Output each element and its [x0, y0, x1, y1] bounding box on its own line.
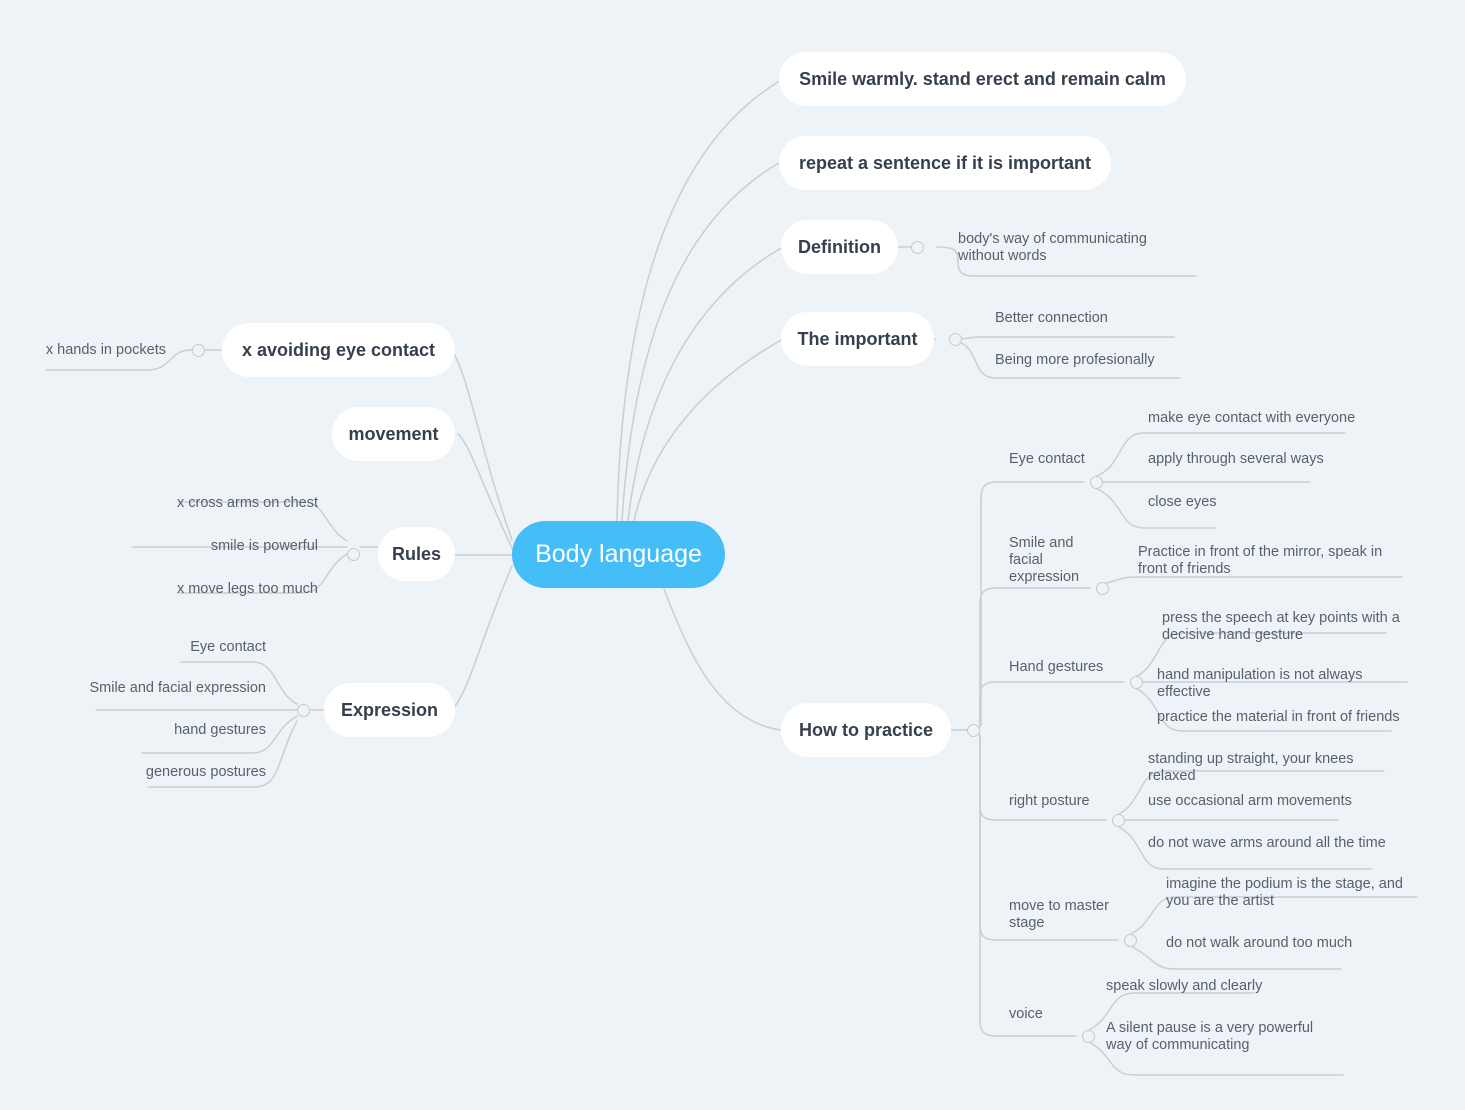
leaf-expression-3-label: generous postures [145, 764, 266, 780]
root-node-body-language[interactable]: Body language [512, 521, 725, 588]
leaf-definition-0-label: body's way of communicating without word… [958, 231, 1147, 264]
leaf-the-important-0[interactable]: Better connection [995, 310, 1215, 327]
root-node-label: Body language [535, 540, 702, 568]
leaf-right-posture-0-label: standing up straight, your knees relaxed [1148, 751, 1354, 784]
leaf-avoiding-eye-contact-0[interactable]: x hands in pockets [20, 342, 166, 359]
subbranch-right-posture-label: right posture [1009, 793, 1090, 809]
leaf-hand-gestures-2[interactable]: practice the material in front of friend… [1157, 709, 1407, 726]
connector-ring-smile-facial-expression[interactable] [1096, 582, 1109, 595]
leaf-move-stage-0[interactable]: imagine the podium is the stage, and you… [1166, 876, 1416, 910]
leaf-voice-1-label: A silent pause is a very powerful way of… [1106, 1020, 1314, 1053]
leaf-eye-contact-1-label: apply through several ways [1148, 451, 1324, 467]
leaf-voice-0[interactable]: speak slowly and clearly [1106, 978, 1326, 995]
leaf-hand-gestures-0[interactable]: press the speech at key points with a de… [1162, 610, 1412, 644]
leaf-hand-gestures-2-label: practice the material in front of friend… [1157, 709, 1400, 725]
branch-rules[interactable]: Rules [378, 527, 455, 581]
leaf-definition-0[interactable]: body's way of communicating without word… [958, 231, 1190, 265]
branch-how-to-practice[interactable]: How to practice [781, 703, 951, 757]
leaf-eye-contact-2-label: close eyes [1148, 494, 1217, 510]
connector-ring-voice[interactable] [1082, 1030, 1095, 1043]
leaf-right-posture-2-label: do not wave arms around all the time [1148, 835, 1386, 851]
leaf-expression-2-label: hand gestures [174, 722, 266, 738]
branch-definition[interactable]: Definition [781, 220, 898, 274]
branch-repeat-sentence-label: repeat a sentence if it is important [798, 152, 1092, 173]
leaf-right-posture-0[interactable]: standing up straight, your knees relaxed [1148, 751, 1398, 785]
branch-how-to-practice-label: How to practice [798, 719, 934, 740]
leaf-expression-2[interactable]: hand gestures [80, 722, 266, 739]
leaf-expression-1[interactable]: Smile and facial expression [80, 680, 266, 697]
leaf-right-posture-1-label: use occasional arm movements [1148, 793, 1352, 809]
leaf-eye-contact-0[interactable]: make eye contact with everyone [1148, 410, 1378, 427]
leaf-voice-1[interactable]: A silent pause is a very powerful way of… [1106, 1020, 1338, 1054]
subbranch-right-posture[interactable]: right posture [1009, 793, 1109, 810]
leaf-move-stage-1-label: do not walk around too much [1166, 935, 1353, 951]
branch-avoiding-eye-contact[interactable]: x avoiding eye contact [222, 323, 455, 377]
leaf-rules-1-label: smile is powerful [210, 538, 318, 554]
leaf-right-posture-2[interactable]: do not wave arms around all the time [1148, 835, 1388, 852]
leaf-expression-3[interactable]: generous postures [80, 764, 266, 781]
subbranch-move-to-master-stage[interactable]: move to master stage [1009, 898, 1113, 932]
leaf-hand-gestures-0-label: press the speech at key points with a de… [1162, 610, 1400, 643]
connector-ring-definition[interactable] [911, 241, 924, 254]
connector-ring-avoiding-eye-contact[interactable] [192, 344, 205, 357]
leaf-hand-gestures-1-label: hand manipulation is not always effectiv… [1157, 667, 1363, 700]
leaf-the-important-1-label: Being more profesionally [995, 352, 1155, 368]
branch-the-important[interactable]: The important [781, 312, 934, 366]
branch-the-important-label: The important [797, 328, 918, 349]
leaf-expression-0-label: Eye contact [190, 639, 266, 655]
leaf-rules-2-label: x move legs too much [176, 581, 318, 597]
leaf-right-posture-1[interactable]: use occasional arm movements [1148, 793, 1378, 810]
branch-expression-label: Expression [340, 699, 439, 720]
subbranch-eye-contact-label: Eye contact [1009, 451, 1085, 467]
subbranch-smile-facial-expression-label: Smile and facial expression [1009, 535, 1080, 585]
leaf-rules-1[interactable]: smile is powerful [120, 538, 318, 555]
subbranch-voice[interactable]: voice [1009, 1006, 1069, 1023]
leaf-smile-facial-0-label: Practice in front of the mirror, speak i… [1138, 544, 1383, 577]
subbranch-hand-gestures-label: Hand gestures [1009, 659, 1104, 675]
leaf-expression-1-label: Smile and facial expression [89, 680, 266, 696]
leaf-eye-contact-0-label: make eye contact with everyone [1148, 410, 1356, 426]
leaf-eye-contact-2[interactable]: close eyes [1148, 494, 1348, 511]
leaf-expression-0[interactable]: Eye contact [80, 639, 266, 656]
connector-ring-hand-gestures[interactable] [1130, 676, 1143, 689]
branch-smile-warmly[interactable]: Smile warmly. stand erect and remain cal… [779, 52, 1186, 106]
leaf-voice-0-label: speak slowly and clearly [1106, 978, 1263, 994]
leaf-the-important-1[interactable]: Being more profesionally [995, 352, 1225, 369]
leaf-move-stage-1[interactable]: do not walk around too much [1166, 935, 1406, 952]
connector-ring-rules[interactable] [347, 548, 360, 561]
leaf-rules-0[interactable]: x cross arms on chest [120, 495, 318, 512]
subbranch-smile-facial-expression[interactable]: Smile and facial expression [1009, 535, 1081, 586]
leaf-smile-facial-0[interactable]: Practice in front of the mirror, speak i… [1138, 544, 1410, 578]
leaf-rules-0-label: x cross arms on chest [176, 495, 318, 511]
subbranch-eye-contact[interactable]: Eye contact [1009, 451, 1099, 468]
connector-ring-the-important[interactable] [949, 333, 962, 346]
connector-ring-move-to-master-stage[interactable] [1124, 934, 1137, 947]
subbranch-move-to-master-stage-label: move to master stage [1009, 898, 1109, 931]
subbranch-hand-gestures[interactable]: Hand gestures [1009, 659, 1119, 676]
connector-ring-how-to-practice[interactable] [967, 724, 980, 737]
branch-rules-label: Rules [391, 543, 442, 564]
connector-ring-right-posture[interactable] [1112, 814, 1125, 827]
connector-ring-eye-contact[interactable] [1090, 476, 1103, 489]
leaf-eye-contact-1[interactable]: apply through several ways [1148, 451, 1378, 468]
branch-movement-label: movement [348, 423, 439, 444]
branch-movement[interactable]: movement [332, 407, 455, 461]
branch-repeat-sentence[interactable]: repeat a sentence if it is important [779, 136, 1111, 190]
leaf-rules-2[interactable]: x move legs too much [120, 581, 318, 598]
leaf-hand-gestures-1[interactable]: hand manipulation is not always effectiv… [1157, 667, 1417, 701]
branch-definition-label: Definition [798, 236, 881, 257]
branch-smile-warmly-label: Smile warmly. stand erect and remain cal… [799, 68, 1166, 89]
connector-ring-expression[interactable] [297, 704, 310, 717]
leaf-avoiding-eye-contact-0-label: x hands in pockets [45, 342, 166, 358]
subbranch-voice-label: voice [1009, 1006, 1043, 1022]
branch-avoiding-eye-contact-label: x avoiding eye contact [241, 339, 436, 360]
branch-expression[interactable]: Expression [324, 683, 455, 737]
leaf-the-important-0-label: Better connection [995, 310, 1108, 326]
leaf-move-stage-0-label: imagine the podium is the stage, and you… [1166, 876, 1403, 909]
